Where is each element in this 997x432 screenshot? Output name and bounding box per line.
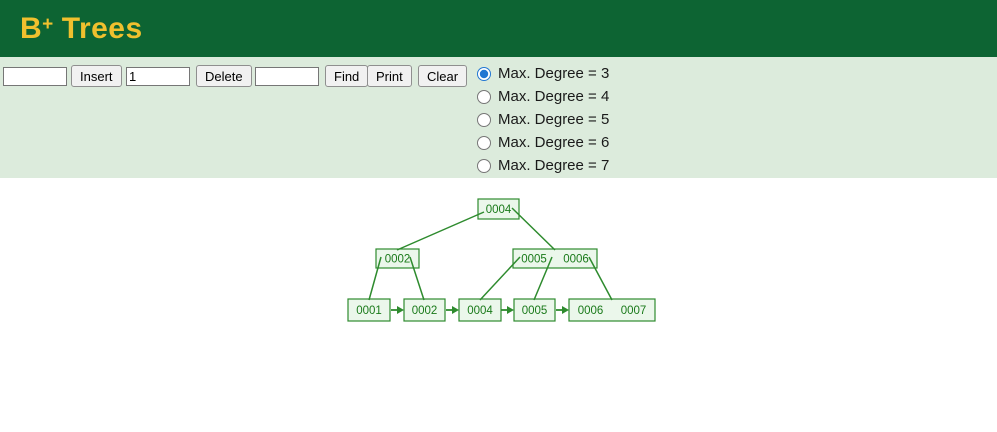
max-degree-option-7[interactable]: Max. Degree = 7 [477,154,609,177]
max-degree-option-3[interactable]: Max. Degree = 3 [477,62,609,85]
delete-button[interactable]: Delete [196,65,252,87]
find-button[interactable]: Find [325,65,369,87]
insert-key-input[interactable] [3,67,67,86]
max-degree-radio-7[interactable] [477,158,491,173]
tree-node-key: 0002 [412,305,438,317]
max-degree-option-4[interactable]: Max. Degree = 4 [477,85,609,108]
leaf-link-arrow [507,306,514,314]
leaf-link-arrow [452,306,459,314]
tree-node-key: 0006 [578,305,604,317]
max-degree-radio-4[interactable] [477,89,491,104]
max-degree-label-3: Max. Degree = 3 [498,65,610,82]
tree-node-key: 0006 [563,254,589,266]
leaf-link-arrow [562,306,569,314]
find-key-input[interactable] [255,67,319,86]
tree-node-key: 0002 [385,254,411,266]
title-b: B [20,12,43,45]
tree-edge [533,256,553,301]
tree-node-key: 0004 [467,305,493,317]
delete-key-input[interactable] [126,67,190,86]
tree-node-key: 0007 [621,305,647,317]
max-degree-radio-6[interactable] [477,135,491,150]
tree-edge [479,256,521,301]
max-degree-label-4: Max. Degree = 4 [498,88,610,105]
tree-edge [396,211,485,251]
tree-edge [511,207,556,251]
leaf-link-arrow [397,306,404,314]
print-button[interactable]: Print [367,65,412,87]
max-degree-option-5[interactable]: Max. Degree = 5 [477,108,609,131]
max-degree-label-6: Max. Degree = 6 [498,134,610,151]
max-degree-option-6[interactable]: Max. Degree = 6 [477,131,609,154]
max-degree-label-7: Max. Degree = 7 [498,157,610,174]
tree-edge [368,256,382,301]
tree-node-key: 0005 [521,254,547,266]
bplus-tree-visualization: 0004 0002 0005 0006 0001 0002 0004 0005 0006 0007 [347,198,656,322]
max-degree-radio-5[interactable] [477,112,491,127]
insert-button[interactable]: Insert [71,65,122,87]
max-degree-radio-group: Max. Degree = 3 Max. Degree = 4 Max. Deg… [477,62,609,177]
tree-node-key: 0001 [356,305,382,317]
title-plus-superscript: + [42,14,54,35]
tree-canvas: 0004 0002 0005 0006 0001 0002 0004 0005 0006 0007 [0,178,997,432]
app-header: B+ Trees [0,0,997,57]
tree-edge [409,256,425,301]
tree-node-root-0004 [477,198,520,220]
title-rest: Trees [61,12,143,45]
tree-node-key: 0005 [522,305,548,317]
toolbar: Insert Delete Find Print Clear Max. Degr… [0,57,997,178]
tree-edge [588,256,613,301]
max-degree-label-5: Max. Degree = 5 [498,111,610,128]
tree-node-key: 0004 [486,204,512,216]
page-title: B+ Trees [20,12,143,45]
clear-button[interactable]: Clear [418,65,468,87]
max-degree-radio-3[interactable] [477,66,491,81]
